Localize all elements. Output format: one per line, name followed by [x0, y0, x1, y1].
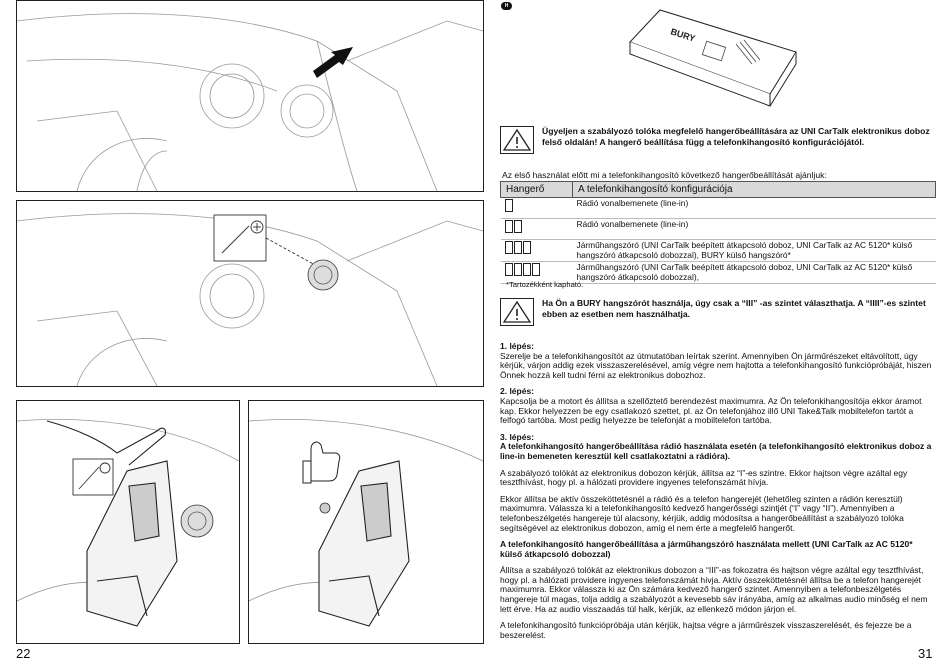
volume-level-4 [500, 261, 573, 285]
warning-icon [500, 298, 534, 326]
footnote: *Tartozékként kapható. [506, 280, 584, 289]
warning-volume-slider: Ügyeljen a szabályozó tolóka megfelelő h… [500, 126, 938, 154]
warning-text-2: Ha Ön a BURY hangszórót használja, úgy c… [542, 298, 926, 319]
electronics-box-drawing: BURY [629, 9, 797, 107]
table-row: Járműhangszóró (UNI CarTalk beépített át… [500, 239, 936, 263]
illustration-holder-insert [16, 400, 240, 644]
config-text: Rádió vonalbemenete (line-in) [572, 197, 936, 219]
table-row: Rádió vonalbemenete (line-in) [500, 197, 936, 219]
table-row: Rádió vonalbemenete (line-in) [500, 218, 936, 240]
step-2-body: Kapcsolja be a motort és állítsa a szell… [500, 395, 922, 426]
step-1-body: Szerelje be a telefonkihangosítót az útm… [500, 350, 932, 380]
holder-insert-drawing [17, 419, 239, 627]
config-text: Rádió vonalbemenete (line-in) [572, 218, 936, 240]
warning-bury-speaker: Ha Ön a BURY hangszórót használja, úgy c… [500, 298, 938, 326]
config-text: Járműhangszóró (UNI CarTalk beépített át… [572, 261, 936, 285]
step-3-body-2: Ekkor állítsa be aktív összeköttetésnél … [500, 493, 904, 533]
intro-text: Az első használat előtt mi a telefonkiha… [502, 170, 827, 180]
step-3-title: 3. lépés: [500, 431, 535, 442]
steps-section: 1. lépés: Szerelje be a telefonkihangosí… [500, 341, 937, 647]
page-number-left: 22 [16, 646, 31, 661]
col-header-config: A telefonkihangosító konfigurációja [572, 181, 936, 198]
arrow-icon [313, 47, 353, 78]
volume-level-3 [500, 239, 573, 263]
config-text: Járműhangszóró (UNI CarTalk beépített át… [572, 239, 936, 263]
holder-thumbsup-drawing [249, 419, 483, 627]
thumbs-up-icon [302, 441, 341, 484]
step-2-title: 2. lépés: [500, 386, 535, 397]
warning-text-1: Ügyeljen a szabályozó tolóka megfelelő h… [542, 126, 930, 147]
table-row: Járműhangszóró (UNI CarTalk beépített át… [500, 261, 936, 285]
language-badge: H [501, 2, 512, 10]
step-3-body: A szabályozó tolókát az elektronikus dob… [500, 467, 908, 488]
volume-level-2 [500, 218, 573, 240]
illustration-dashboard-arrow [16, 0, 484, 192]
vehicle-speaker-subtitle: A telefonkihangosító hangerőbeállítása a… [500, 539, 913, 559]
warning-icon [500, 126, 534, 154]
dashboard-arrow-drawing [17, 13, 483, 191]
illustration-mount-bracket [16, 200, 484, 387]
col-header-volume: Hangerő [500, 181, 573, 198]
mount-bracket-drawing [17, 213, 483, 386]
step-1-title: 1. lépés: [500, 341, 535, 351]
page-number-right: 31 [918, 646, 933, 661]
illustration-holder-thumbsup [248, 400, 484, 644]
volume-level-1 [500, 197, 573, 219]
vehicle-speaker-body: Állítsa a szabályozó tolókát az elektron… [500, 565, 928, 614]
step-3-subtitle: A telefonkihangosító hangerőbeállítása r… [500, 441, 932, 461]
volume-config-table: Hangerő A telefonkihangosító konfiguráci… [500, 181, 936, 285]
electronics-box-illustration: BURY [620, 2, 800, 112]
closing-text: A telefonkihangosító funkciópróbája után… [500, 620, 912, 640]
